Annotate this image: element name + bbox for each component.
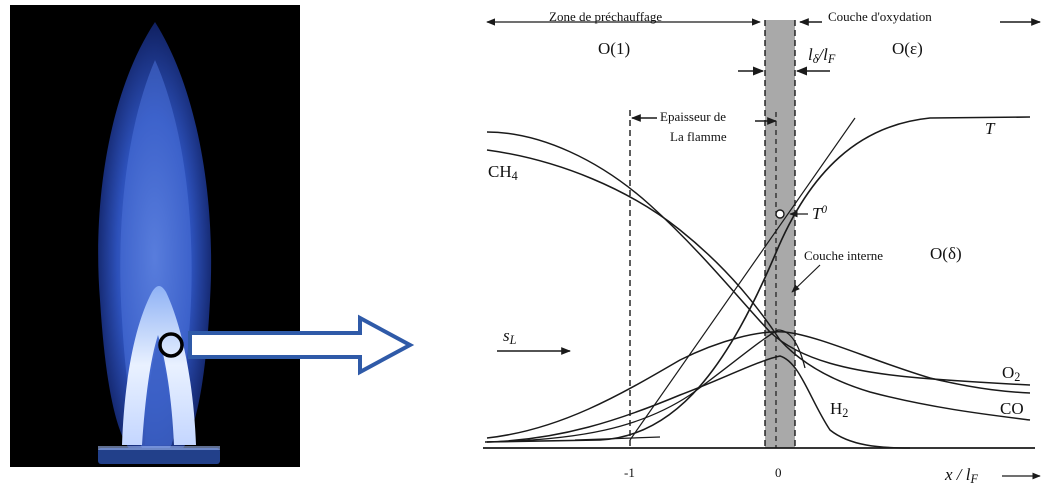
curve-O2-label: O2 — [1002, 364, 1020, 383]
inner-layer-pointer — [792, 265, 820, 292]
tangent-line — [630, 118, 855, 440]
curve-H2-label: H2 — [830, 400, 848, 419]
preheat-zone-label: Zone de préchauffage — [549, 10, 662, 23]
oxidation-zone-label: Couche d'oxydation — [828, 10, 932, 23]
curve-T-label: T — [985, 120, 994, 137]
curve-CO-label: CO — [1000, 400, 1024, 417]
curve-T — [485, 117, 1030, 442]
T0-marker — [776, 210, 784, 218]
flame-photo — [10, 5, 300, 467]
flame-thickness-line1: Epaisseur de — [660, 110, 726, 123]
T0-label: T0 — [812, 205, 827, 222]
flame-thickness-line2: La flamme — [670, 130, 727, 143]
sL-label: sL — [503, 327, 516, 346]
thickness-ratio-label: lδ/lF — [808, 46, 835, 65]
x-axis-label: x / lF — [945, 466, 978, 485]
tick-label-zero: 0 — [775, 466, 782, 479]
inner-layer-label: Couche interne — [804, 249, 883, 262]
tick-label-minus-one: -1 — [624, 466, 635, 479]
curve-CO — [487, 332, 1030, 438]
curve-CH4-label: CH4 — [488, 163, 518, 182]
inner-layer-band — [765, 20, 795, 448]
oxidation-order-label: O(ε) — [892, 40, 923, 57]
preheat-order-label: O(1) — [598, 40, 630, 57]
inner-layer-order: O(δ) — [930, 245, 962, 262]
curve-radical — [487, 330, 805, 442]
burner-base — [98, 448, 220, 464]
